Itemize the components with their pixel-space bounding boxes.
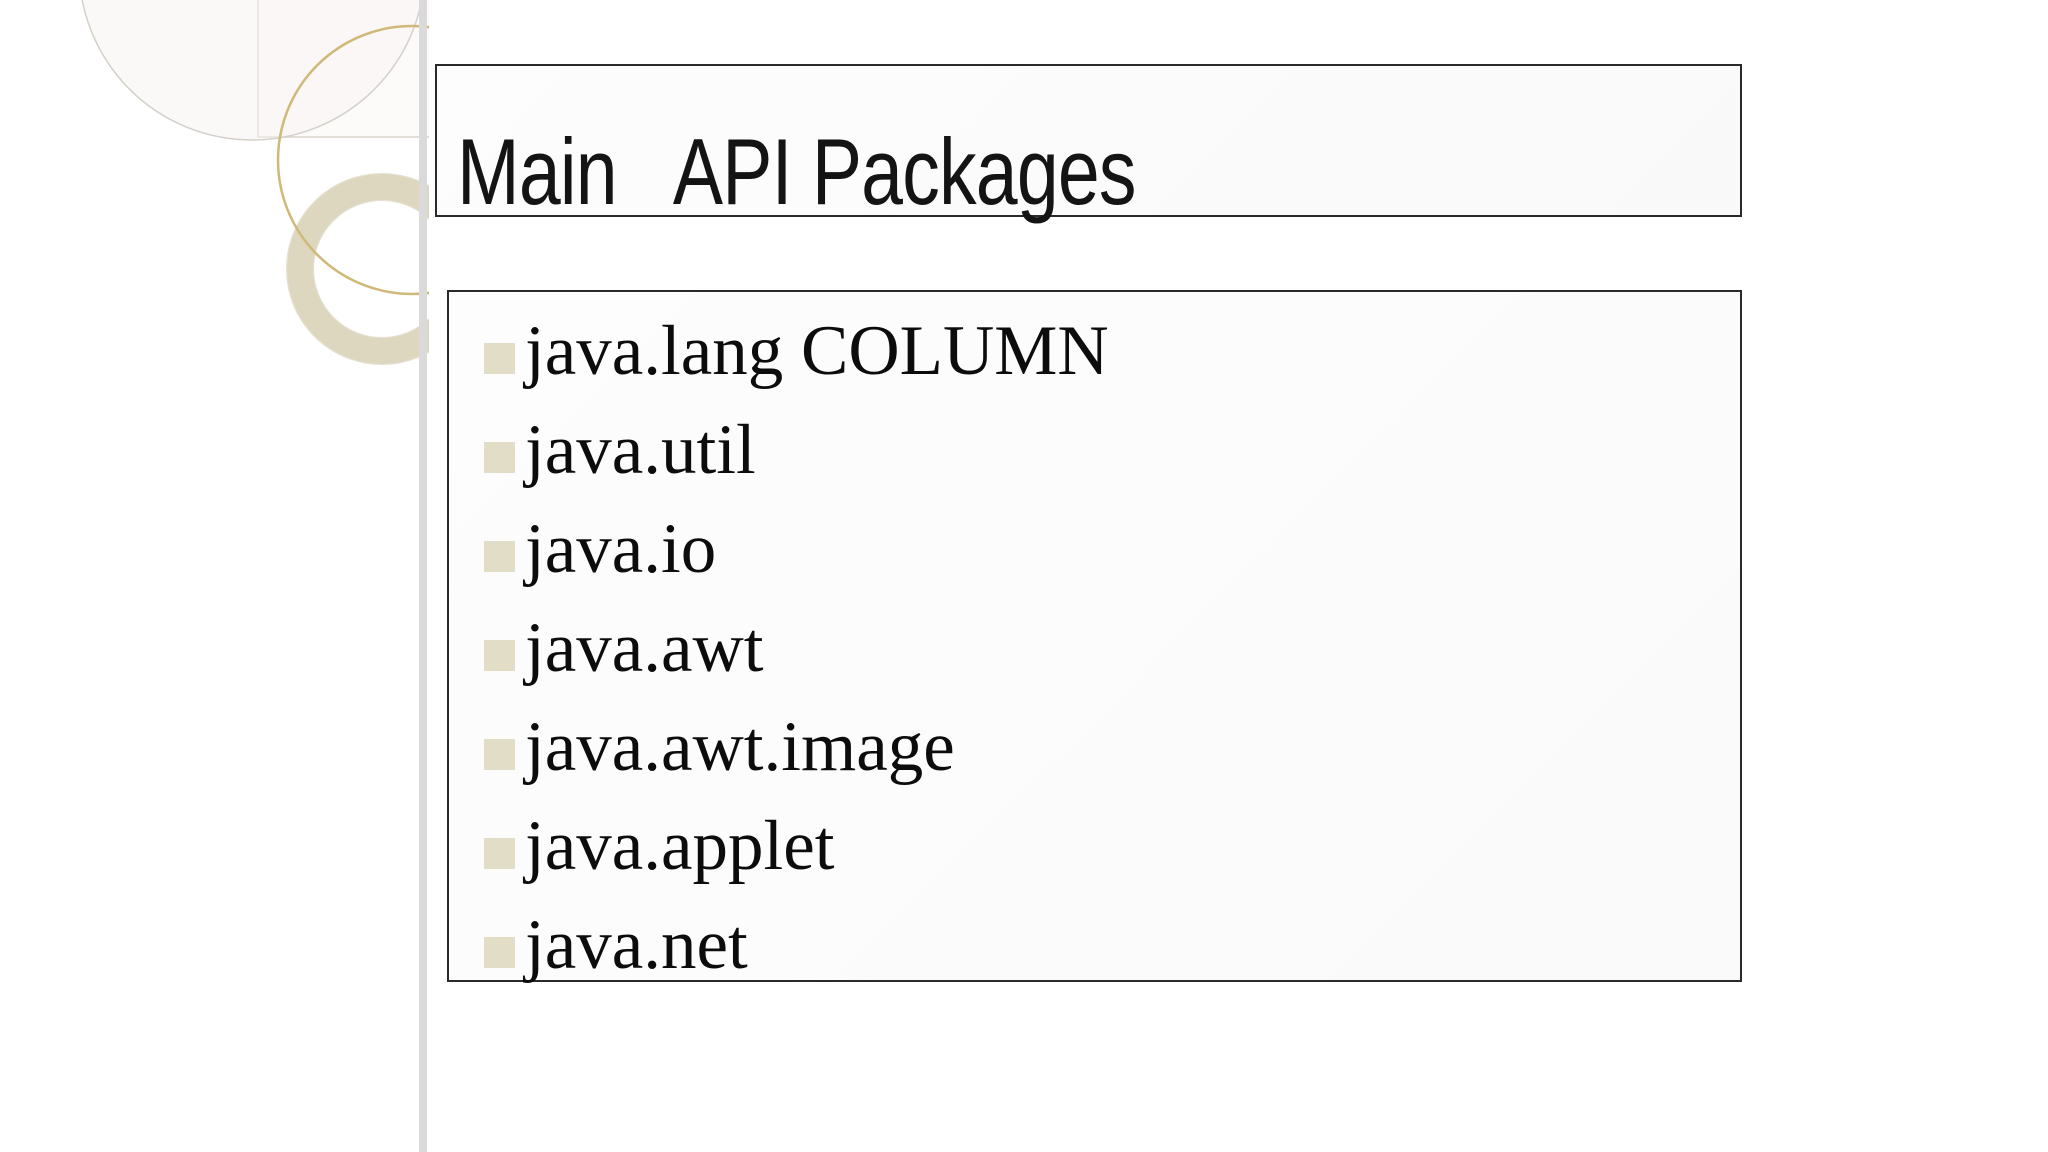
package-name: java.net bbox=[525, 906, 748, 984]
bullet-square-icon bbox=[484, 541, 515, 572]
list-item: java.awt bbox=[484, 599, 1740, 698]
decoration-graphics bbox=[81, 0, 429, 365]
list-item: java.io bbox=[484, 500, 1740, 599]
bullet-square-icon bbox=[484, 739, 515, 770]
list-item: java.lang COLUMN bbox=[484, 302, 1740, 401]
gold-circle-decoration bbox=[276, 24, 429, 296]
bullet-square-icon bbox=[484, 442, 515, 473]
content-box: java.lang COLUMN java.util java.io java.… bbox=[447, 290, 1742, 984]
package-name: java.io bbox=[525, 510, 717, 588]
ring-outer-edge bbox=[286, 173, 429, 365]
list-item: java.util bbox=[484, 401, 1740, 500]
title-box: Main API Packages bbox=[435, 64, 1742, 219]
ring-decoration bbox=[287, 174, 429, 364]
ring-inner-edge bbox=[313, 200, 429, 338]
package-name: java.applet bbox=[525, 807, 835, 885]
package-name: java.awt bbox=[525, 609, 764, 687]
left-margin-decoration bbox=[0, 0, 429, 1152]
package-name: java.awt.image bbox=[525, 708, 955, 786]
page-title: Main API Packages bbox=[457, 113, 1305, 219]
list-item: java.net bbox=[484, 896, 1740, 995]
bullet-square-icon bbox=[484, 640, 515, 671]
page-title-text: Main API Packages bbox=[457, 119, 1136, 224]
list-item: java.applet bbox=[484, 797, 1740, 896]
bullet-square-icon bbox=[484, 343, 515, 374]
package-name: java.lang COLUMN bbox=[525, 312, 1109, 390]
vertical-divider-bar bbox=[419, 0, 427, 1152]
bullet-square-icon bbox=[484, 937, 515, 968]
package-name: java.util bbox=[525, 411, 756, 489]
faint-circle-decoration bbox=[81, 0, 423, 141]
package-list: java.lang COLUMN java.util java.io java.… bbox=[449, 292, 1740, 995]
list-item: java.awt.image bbox=[484, 698, 1740, 797]
bullet-square-icon bbox=[484, 838, 515, 869]
